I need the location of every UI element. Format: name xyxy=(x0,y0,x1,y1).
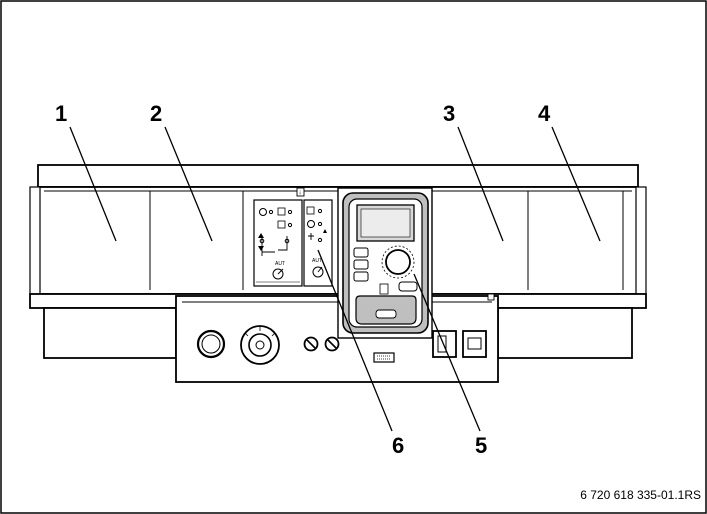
main-power-switch-inner xyxy=(201,334,221,354)
callout-2: 2 xyxy=(150,101,162,126)
callout-5: 5 xyxy=(475,433,487,458)
service-connector xyxy=(373,352,395,363)
module-b-selector-pointer xyxy=(317,266,323,273)
screw-button-2-slot xyxy=(327,339,337,349)
lower-body-left xyxy=(43,307,177,359)
controller-rotary-knob xyxy=(385,249,411,275)
controller-rotary-ring xyxy=(381,245,415,279)
module-b-arrow-up xyxy=(323,229,327,233)
module-a-led-2 xyxy=(287,209,293,215)
rocker-switch-1-inner xyxy=(437,335,447,353)
callout-3: 3 xyxy=(443,101,455,126)
lower-body-right xyxy=(497,307,633,359)
controller-cover-tab xyxy=(375,309,397,319)
leader-line-5 xyxy=(413,273,481,432)
module-a-aut-label: AUT xyxy=(275,261,285,267)
module-b-led-3 xyxy=(317,237,323,243)
module-a-led-1 xyxy=(268,209,274,215)
reference-code: 6 720 618 335-01.1RS xyxy=(580,488,701,502)
leader-line-2 xyxy=(164,126,213,242)
callout-4: 4 xyxy=(538,101,551,126)
controller-display-inner xyxy=(360,208,411,238)
controller-button-1 xyxy=(353,247,369,258)
module-a-led-3 xyxy=(287,222,293,228)
info-icon xyxy=(296,187,305,197)
info-icon-label: i xyxy=(300,191,301,197)
leader-line-3 xyxy=(457,126,504,242)
module-a-led-4 xyxy=(259,238,265,244)
module-a-arrow-up xyxy=(258,233,264,238)
module-b-led-2 xyxy=(317,221,323,227)
temperature-dial-center xyxy=(255,340,265,350)
module-a-arrow-down xyxy=(258,246,264,251)
module-a-button-2 xyxy=(277,220,286,229)
module-a-led-5 xyxy=(284,238,290,244)
leader-line-4 xyxy=(551,126,601,242)
housing-top-lid xyxy=(37,164,639,188)
module-a-selector-pointer xyxy=(277,268,284,275)
callout-6: 6 xyxy=(392,433,404,458)
module-b-aut-label: AUT xyxy=(312,258,322,264)
housing-clip xyxy=(487,293,495,301)
callout-1: 1 xyxy=(55,101,67,126)
housing-right-cap xyxy=(635,186,647,295)
module-b-button-1 xyxy=(306,206,315,215)
temperature-dial-tick-3 xyxy=(271,332,276,337)
controller-button-3 xyxy=(353,271,369,282)
module-b-selector-knob xyxy=(312,266,324,278)
module-b-symbol-2 xyxy=(307,220,315,228)
screw-button-1-slot xyxy=(306,339,316,349)
leader-line-1 xyxy=(69,126,117,242)
housing-left-cap xyxy=(29,186,41,295)
rocker-switch-2-inner xyxy=(467,337,482,350)
module-b-pump-symbol xyxy=(308,233,314,240)
controller-lock-symbol xyxy=(379,283,389,295)
module-a-symbol-1 xyxy=(259,208,267,216)
temperature-dial-tick-1 xyxy=(244,332,249,337)
leader-line-6 xyxy=(317,249,393,432)
controller-button-2 xyxy=(353,259,369,270)
module-a-button-1 xyxy=(277,207,286,216)
controller-small-button xyxy=(398,281,418,292)
module-b-led-1 xyxy=(317,208,323,214)
module-a-selector-knob xyxy=(272,268,284,280)
